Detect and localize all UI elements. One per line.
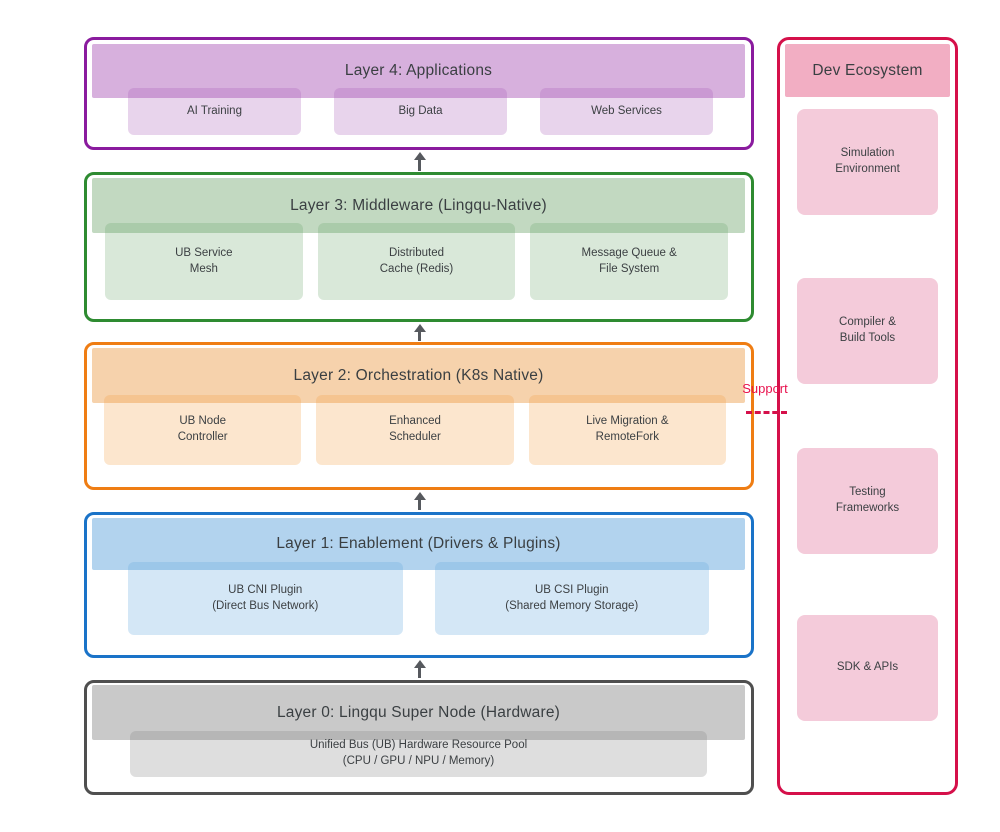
dev-ecosystem-title-band: Dev Ecosystem (785, 44, 950, 97)
box-live-migration-remotefork: Live Migration & RemoteFork (528, 395, 726, 465)
layer-0-box: Layer 0: Lingqu Super Node (Hardware) Un… (84, 680, 754, 795)
layer-4-title-band: Layer 4: Applications (92, 44, 745, 98)
arrow-stem (418, 332, 421, 341)
arrow-stem (418, 160, 421, 171)
layer-3-box: Layer 3: Middleware (Lingqu-Native) UB S… (84, 172, 754, 322)
layer-0-children: Unified Bus (UB) Hardware Resource Pool … (130, 731, 707, 777)
box-distributed-cache: Distributed Cache (Redis) (317, 223, 516, 300)
box-ub-cni-plugin-label: UB CNI Plugin (Direct Bus Network) (212, 583, 319, 612)
layer-2-box: Layer 2: Orchestration (K8s Native) UB N… (84, 342, 754, 490)
box-web-services: Web Services (540, 88, 713, 135)
box-live-migration-remotefork-label: Live Migration & RemoteFork (586, 415, 669, 443)
box-testing-frameworks-label: Testing Frameworks (835, 486, 900, 514)
box-ub-csi-plugin-label: UB CSI Plugin (Shared Memory Storage) (505, 583, 639, 612)
box-ub-hardware-resource-pool-label: Unified Bus (UB) Hardware Resource Pool … (309, 739, 528, 767)
up-arrow-icon (413, 324, 426, 341)
box-compiler-build-tools-label: Compiler & Build Tools (839, 316, 896, 344)
dev-ecosystem-title: Dev Ecosystem (812, 61, 923, 79)
box-big-data: Big Data (334, 88, 507, 135)
box-web-services-label: Web Services (591, 104, 662, 117)
box-sdk-apis: SDK & APIs (797, 615, 938, 721)
layer-1-box: Layer 1: Enablement (Drivers & Plugins) … (84, 512, 754, 658)
box-distributed-cache-label: Distributed Cache (Redis) (379, 246, 454, 275)
dev-ecosystem-box: Dev Ecosystem Simulation Environment Com… (777, 37, 958, 795)
support-connector-label: Support (742, 381, 788, 396)
box-ub-node-controller: UB Node Controller (104, 395, 302, 465)
box-enhanced-scheduler-label: Enhanced Scheduler (389, 415, 441, 443)
arrow-head (413, 660, 426, 668)
box-ai-training-label: AI Training (187, 104, 242, 117)
up-arrow-icon (413, 492, 426, 510)
layer-1-children: UB CNI Plugin (Direct Bus Network) UB CS… (128, 562, 709, 635)
layer-2-children: UB Node Controller Enhanced Scheduler Li… (104, 395, 726, 465)
box-simulation-environment-label: Simulation Environment (835, 147, 900, 175)
layer-3-title-band: Layer 3: Middleware (Lingqu-Native) (92, 178, 745, 233)
box-big-data-label: Big Data (398, 104, 443, 117)
box-ub-hardware-resource-pool: Unified Bus (UB) Hardware Resource Pool … (130, 731, 707, 777)
up-arrow-icon (413, 660, 426, 678)
arrow-head (413, 324, 426, 332)
box-sdk-apis-label: SDK & APIs (836, 661, 899, 674)
box-ub-cni-plugin: UB CNI Plugin (Direct Bus Network) (128, 562, 403, 635)
layer-4-title: Layer 4: Applications (344, 62, 493, 79)
box-ub-service-mesh-label: UB Service Mesh (175, 246, 233, 275)
box-ai-training: AI Training (128, 88, 301, 135)
box-enhanced-scheduler: Enhanced Scheduler (316, 395, 514, 465)
arrow-stem (418, 500, 421, 510)
layer-4-children: AI Training Big Data Web Services (128, 88, 713, 135)
arrow-head (413, 152, 426, 160)
layer-2-title: Layer 2: Orchestration (K8s Native) (293, 366, 544, 384)
layer-3-children: UB Service Mesh Distributed Cache (Redis… (105, 223, 729, 300)
support-dashed-connector (746, 411, 787, 414)
box-ub-service-mesh: UB Service Mesh (105, 223, 303, 300)
arrow-head (413, 492, 426, 500)
layer-3-title: Layer 3: Middleware (Lingqu-Native) (290, 196, 547, 214)
box-compiler-build-tools: Compiler & Build Tools (797, 278, 938, 384)
layer-4-box: Layer 4: Applications AI Training Big Da… (84, 37, 754, 150)
box-testing-frameworks: Testing Frameworks (797, 448, 938, 554)
layer-0-title: Layer 0: Lingqu Super Node (Hardware) (276, 703, 561, 721)
arrow-stem (418, 668, 421, 678)
box-ub-node-controller-label: UB Node Controller (177, 415, 228, 443)
layer-0-title-band: Layer 0: Lingqu Super Node (Hardware) (92, 685, 745, 740)
box-ub-csi-plugin: UB CSI Plugin (Shared Memory Storage) (434, 562, 709, 635)
box-message-queue-file-system: Message Queue & File System (530, 223, 729, 300)
box-simulation-environment: Simulation Environment (797, 109, 938, 215)
layer-2-title-band: Layer 2: Orchestration (K8s Native) (92, 348, 745, 403)
up-arrow-icon (413, 152, 426, 171)
layer-1-title-band: Layer 1: Enablement (Drivers & Plugins) (92, 518, 745, 570)
box-message-queue-file-system-label: Message Queue & File System (581, 246, 677, 275)
layer-1-title: Layer 1: Enablement (Drivers & Plugins) (276, 535, 561, 552)
